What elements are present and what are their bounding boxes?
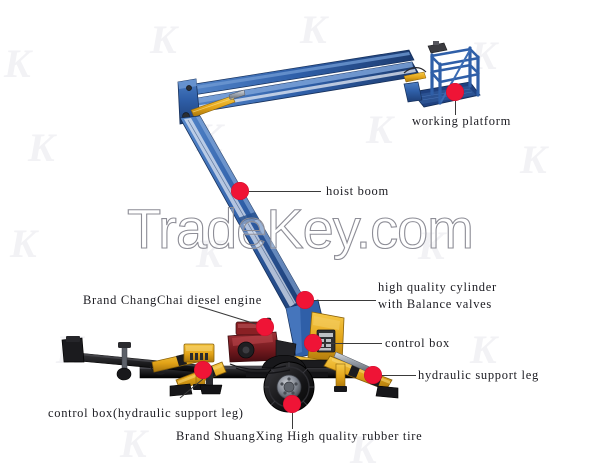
callout-dot-high-quality-cylinder <box>296 291 314 309</box>
callout-leader-hoist-boom <box>249 191 321 192</box>
callout-label-line-1: high quality cylinder <box>378 280 497 294</box>
callout-leader-control-box <box>322 343 382 344</box>
callout-dot-working-platform <box>446 83 464 101</box>
callout-dot-outrigger-control-box <box>194 361 212 379</box>
callout-dot-control-box <box>304 334 322 352</box>
callout-leader-hydraulic-support-leg <box>382 375 416 376</box>
callout-label-outrigger-control-box: control box(hydraulic support leg) <box>48 406 244 420</box>
callout-dot-hoist-boom <box>231 182 249 200</box>
lower-boom <box>179 115 306 313</box>
callout-label-control-box: control box <box>385 336 450 350</box>
callout-label-high-quality-cylinder: high quality cylinder with Balance valve… <box>378 279 548 313</box>
callout-label-hydraulic-support-leg: hydraulic support leg <box>418 368 539 382</box>
hydraulic-hoses <box>229 363 291 375</box>
callout-label-working-platform: working platform <box>412 114 512 128</box>
upper-boom <box>181 49 421 114</box>
boom-elbow-joint <box>177 78 246 125</box>
callout-label-rubber-tire: Brand ShuangXing High quality rubber tir… <box>176 429 423 443</box>
callout-leader-high-quality-cylinder <box>314 300 376 301</box>
callout-leader-rubber-tire <box>292 413 293 429</box>
callout-label-line-2: with Balance valves <box>378 297 492 311</box>
callout-dot-rubber-tire <box>283 395 301 413</box>
callout-dot-hydraulic-support-leg <box>364 366 382 384</box>
callout-label-hoist-boom: hoist boom <box>326 184 389 198</box>
callout-dot-diesel-engine <box>256 318 274 336</box>
callout-label-diesel-engine: Brand ChangChai diesel engine <box>83 293 262 307</box>
callout-leader-working-platform <box>455 101 456 115</box>
hydraulic-support-leg-right-near <box>334 363 347 392</box>
